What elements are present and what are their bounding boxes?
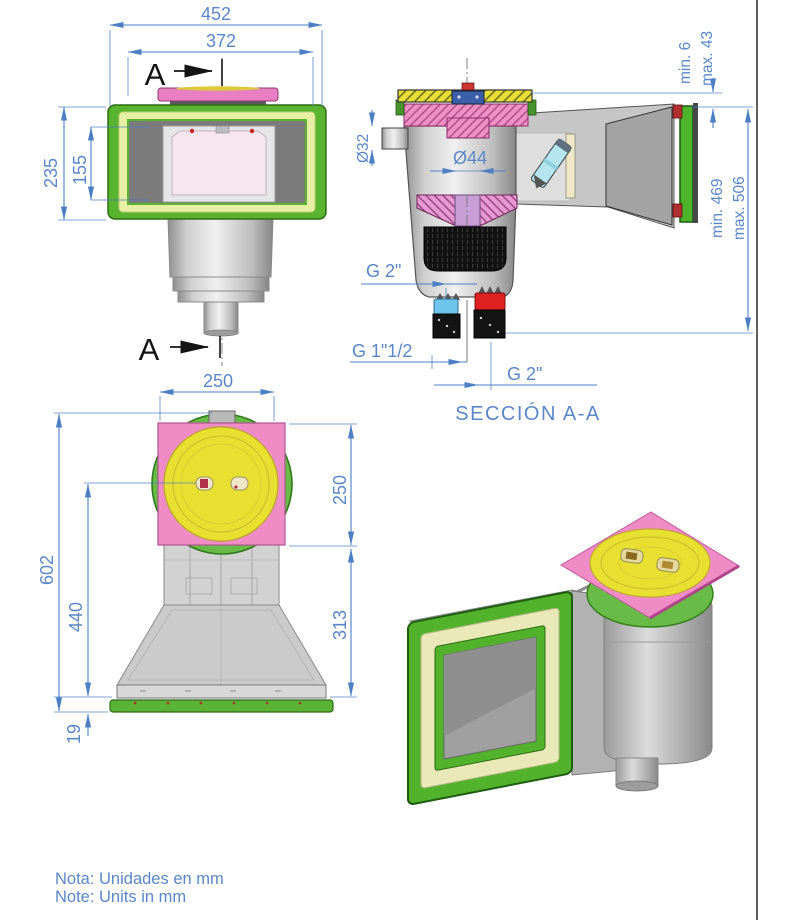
dim-440-label: 440	[66, 602, 86, 632]
dim-min6-label: min. 6	[677, 42, 694, 84]
dim-250-right: 250	[289, 423, 357, 547]
front-body	[167, 218, 274, 337]
dim-max506-label: max. 506	[731, 176, 748, 240]
dim-19: 19	[64, 713, 92, 744]
dim-g1half-label: G 1"1/2	[352, 341, 412, 361]
front-bottom-pipe	[203, 301, 239, 334]
dim-452: 452	[109, 4, 323, 106]
iso-frame	[407, 591, 573, 805]
dim-min6-max43: min. 6 max. 43	[530, 31, 753, 128]
plug-red	[474, 292, 506, 311]
section-arrow-top: A	[145, 57, 223, 92]
dim-235-label: 235	[41, 158, 61, 188]
section-basket	[423, 226, 507, 272]
dim-250-right-label: 250	[330, 475, 350, 505]
dim-max43-label: max. 43	[699, 31, 716, 86]
front-view: 452 372 235 155 A A	[41, 4, 327, 367]
iso-view	[407, 511, 740, 805]
screw-dot-right	[249, 128, 255, 134]
dim-o44-label: Ø44	[453, 148, 487, 168]
dim-235: 235	[41, 106, 106, 221]
section-title: SECCIÓN A-A	[455, 402, 600, 425]
dim-313-label: 313	[330, 610, 350, 640]
plan-flare	[116, 604, 327, 686]
iso-handle	[620, 548, 680, 573]
section-throat	[515, 103, 698, 229]
iso-lid-yellow	[589, 528, 711, 598]
dim-g2-top: G 2"	[361, 261, 477, 300]
dim-372-label: 372	[206, 31, 236, 51]
dim-313: 313	[330, 548, 357, 698]
notes: Nota: Unidades en mm Note: Units in mm	[55, 870, 224, 906]
dim-min469-max506: min. 469 max. 506	[505, 108, 753, 334]
port-right	[473, 286, 506, 339]
plan-handle-left	[195, 476, 214, 491]
section-marker-a-bottom: A	[139, 332, 160, 367]
section-lid	[395, 82, 537, 139]
plug-blue	[433, 298, 459, 315]
screw-dot-left	[189, 128, 195, 134]
weir-flap-section	[530, 138, 573, 189]
frame-screw-bottom	[672, 203, 683, 218]
dim-602: 602	[37, 412, 212, 713]
front-lid	[157, 86, 279, 107]
dim-440: 440	[54, 482, 196, 698]
lid-screw-red	[461, 82, 475, 91]
dim-o44: Ø44	[430, 148, 506, 175]
port-left	[432, 293, 461, 339]
dim-19-label: 19	[64, 724, 84, 744]
front-frame	[107, 104, 327, 220]
dim-o32-label: Ø32	[355, 134, 372, 163]
dim-g2-top-label: G 2"	[366, 261, 401, 281]
dim-452-label: 452	[201, 4, 231, 24]
dim-250-top-label: 250	[203, 371, 233, 391]
note-line-1: Nota: Unidades en mm	[55, 870, 224, 888]
liner-strip	[565, 133, 576, 199]
plan-flange	[116, 684, 327, 699]
dim-155-label: 155	[70, 155, 90, 185]
dim-g2-bottom: G 2"	[434, 342, 597, 390]
dim-o32: Ø32	[355, 110, 376, 166]
dim-250-top: 250	[159, 371, 275, 421]
dim-602-label: 602	[37, 555, 57, 585]
plan-handle-right	[230, 476, 249, 491]
plan-throat	[163, 544, 280, 606]
section-faceplate	[605, 106, 673, 226]
plan-pipe-stub	[208, 410, 236, 424]
lid-glint	[176, 86, 260, 91]
plan-frame-strip	[109, 699, 334, 713]
section-stub-pipe	[381, 127, 409, 150]
dim-g2-bottom-label: G 2"	[507, 364, 542, 384]
section-funnel	[416, 194, 518, 227]
dim-372: 372	[127, 31, 314, 106]
lid-screw-blue	[451, 90, 485, 105]
dim-g1half: G 1"1/2	[350, 341, 467, 369]
dim-155: 155	[70, 126, 150, 201]
section-marker-a-top: A	[145, 57, 166, 92]
plan-view: 250 250 313 602 440 19	[37, 371, 357, 744]
frame-screw-top	[672, 104, 683, 119]
section-arrow-bottom: A	[139, 332, 221, 367]
dim-min469-label: min. 469	[709, 179, 726, 238]
weir-flap	[171, 130, 267, 196]
note-line-2: Note: Units in mm	[55, 888, 186, 906]
frame-outer-edge	[693, 103, 698, 223]
section-view: Ø32 Ø44 min. 6 max. 43 min. 469 max. 506	[350, 31, 753, 425]
